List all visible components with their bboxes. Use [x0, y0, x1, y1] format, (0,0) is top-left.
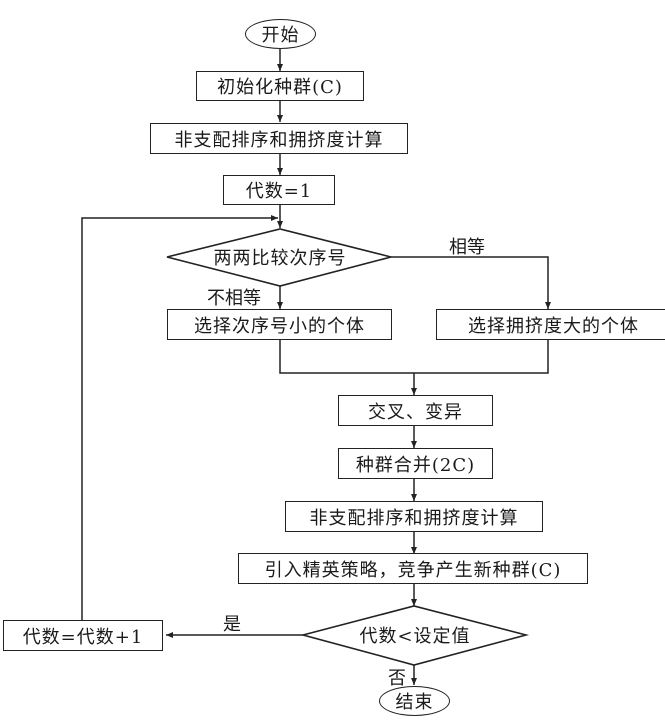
select-higher-crowding-label: 选择拥挤度大的个体 — [468, 315, 639, 337]
merge-population-box: 种群合并(2C) — [338, 448, 493, 479]
edge-merge-left — [279, 339, 549, 374]
edge-compare-equal — [391, 256, 551, 309]
decision-generation-shape — [299, 605, 530, 666]
crossover-mutation-label: 交叉、变异 — [368, 401, 463, 423]
generation-init-box: 代数=1 — [223, 175, 335, 205]
crossover-mutation-box: 交叉、变异 — [338, 395, 493, 426]
end-label: 结束 — [395, 692, 434, 713]
generation-check-label: 代数<设定值 — [359, 626, 471, 647]
select-higher-crowding-box: 选择拥挤度大的个体 — [436, 309, 665, 340]
compare-rank-decision: 两两比较次序号 — [190, 243, 370, 271]
generation-increment-label: 代数=代数+1 — [22, 626, 144, 648]
select-lower-rank-box: 选择次序号小的个体 — [167, 309, 392, 340]
nondominated-sort-box-1: 非支配排序和拥挤度计算 — [150, 123, 408, 154]
init-population-box: 初始化种群(C) — [196, 71, 364, 101]
start-terminal: 开始 — [245, 19, 316, 49]
generation-check-decision: 代数<设定值 — [330, 621, 500, 649]
edge-label-not-equal: 不相等 — [207, 288, 261, 309]
elitism-box: 引入精英策略，竞争产生新种群(C) — [238, 553, 588, 584]
edge-label-no: 否 — [388, 668, 406, 689]
compare-rank-label: 两两比较次序号 — [213, 248, 347, 269]
decision-compare-shape — [166, 228, 392, 287]
generation-increment-box: 代数=代数+1 — [3, 620, 163, 651]
edge-loop-back — [81, 215, 278, 622]
merge-population-label: 种群合并(2C) — [355, 454, 476, 476]
nondominated-sort-label-2: 非支配排序和拥挤度计算 — [309, 507, 519, 529]
elitism-label: 引入精英策略，竞争产生新种群(C) — [264, 559, 562, 581]
start-label: 开始 — [261, 25, 300, 46]
end-terminal: 结束 — [379, 686, 450, 716]
nondominated-sort-box-2: 非支配排序和拥挤度计算 — [285, 501, 543, 532]
nondominated-sort-label-1: 非支配排序和拥挤度计算 — [174, 129, 384, 151]
edge-label-yes: 是 — [223, 614, 241, 635]
edge-label-equal: 相等 — [449, 237, 485, 258]
select-lower-rank-label: 选择次序号小的个体 — [194, 315, 365, 337]
init-population-label: 初始化种群(C) — [217, 77, 343, 98]
generation-init-label: 代数=1 — [245, 181, 313, 202]
